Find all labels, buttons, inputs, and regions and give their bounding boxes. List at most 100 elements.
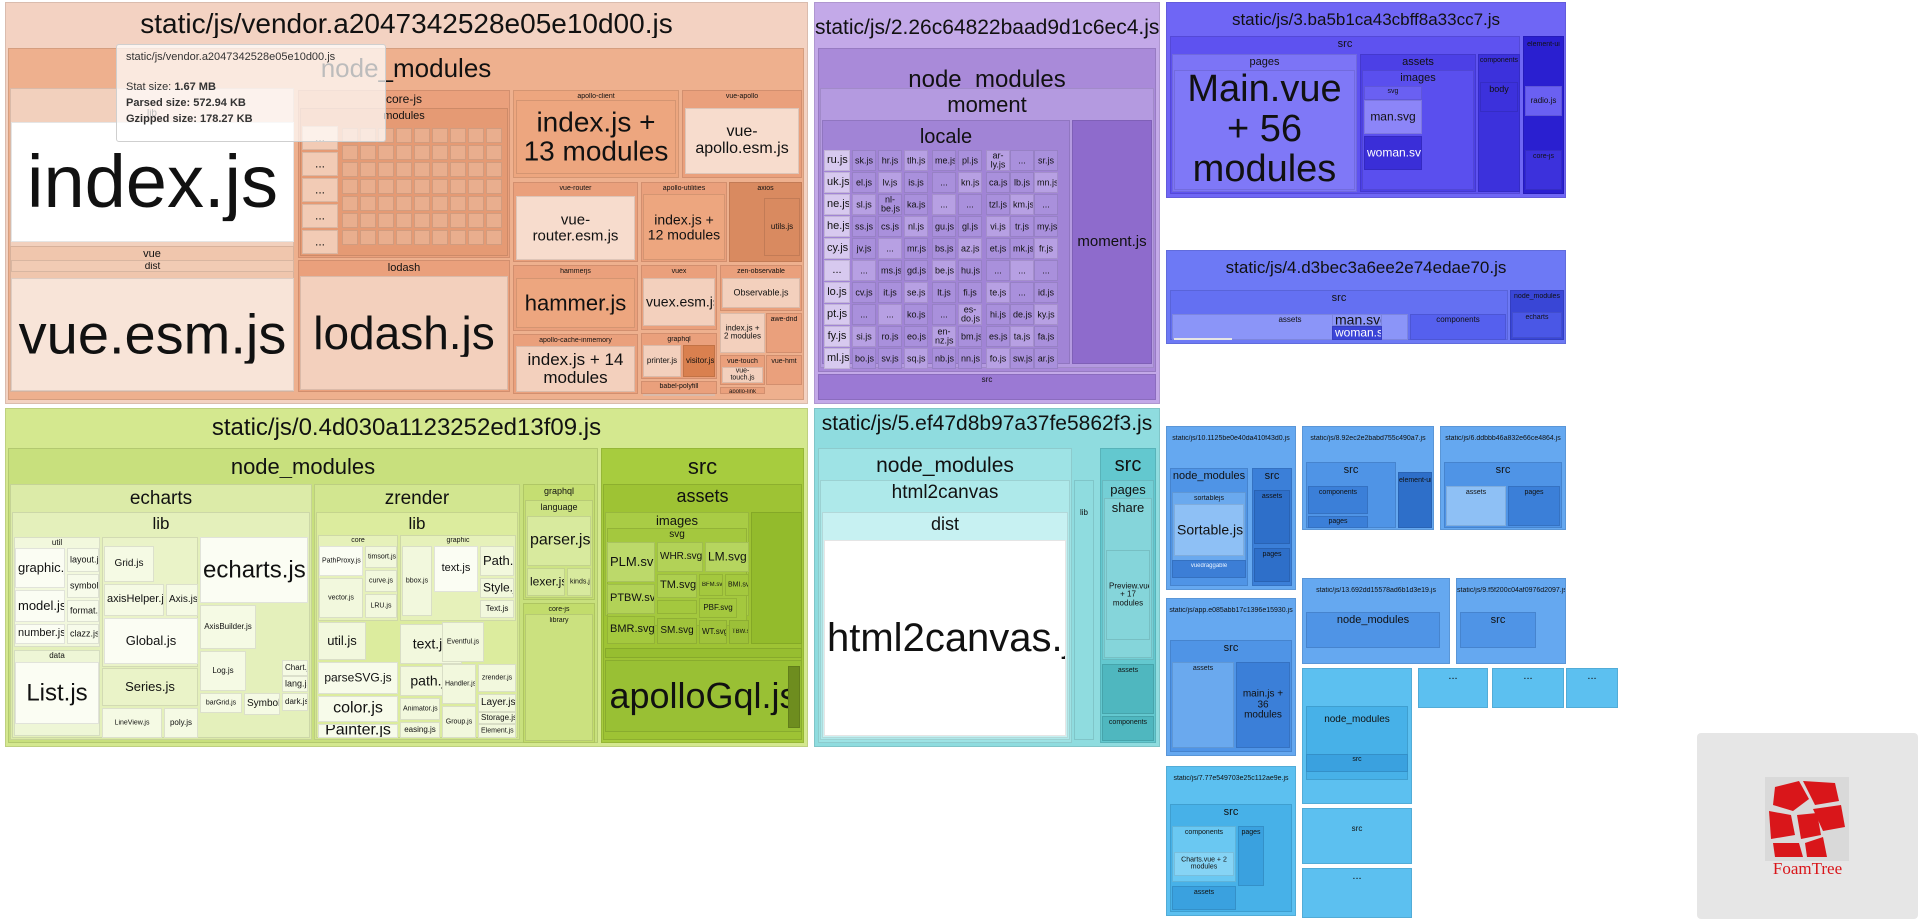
core-js-small-8-5[interactable] — [486, 213, 502, 228]
core-js-small-4-4[interactable] — [414, 196, 430, 211]
locale-file-26[interactable]: ... — [1034, 194, 1058, 215]
core-js-module-4[interactable]: ... — [302, 230, 338, 254]
module-parser-js[interactable]: parser.js — [527, 516, 591, 566]
module-radio-js[interactable]: radio.js — [1525, 86, 1562, 116]
locale-file-25[interactable]: km.js — [1010, 194, 1034, 215]
module-layout-js[interactable]: layout.js — [67, 548, 99, 572]
chunk6-pages[interactable]: pages — [1508, 486, 1560, 526]
core-js-small-2-4[interactable] — [378, 196, 394, 211]
core-js-small-3-1[interactable] — [396, 145, 412, 160]
locale-file-5[interactable]: pl.js — [958, 150, 982, 171]
core-js-small-4-5[interactable] — [414, 213, 430, 228]
module-handler-js[interactable]: Handler.js — [442, 664, 476, 704]
module-charts-vue[interactable]: Charts.vue + 2 modules — [1174, 852, 1234, 876]
module-observable-js[interactable]: Observable.js — [722, 278, 800, 308]
core-js-small-3-0[interactable] — [396, 128, 412, 143]
locale-file-72[interactable]: fy.js — [824, 326, 850, 347]
locale-file-57[interactable]: se.js — [904, 282, 928, 303]
core-js-small-5-3[interactable] — [432, 179, 448, 194]
module-axios-utils[interactable]: utils.js — [764, 198, 800, 256]
module-timsort-js[interactable]: timsort.js — [365, 546, 397, 568]
locale-file-46[interactable]: ... — [852, 260, 876, 281]
module-bmi-svg[interactable]: BMI.svg — [725, 574, 749, 596]
module-apollo-client-index[interactable]: index.js + 13 modules — [516, 100, 676, 174]
locale-file-11[interactable]: lv.js — [878, 172, 902, 193]
locale-file-44[interactable]: fr.js — [1034, 238, 1058, 259]
module-parsesvg-js[interactable]: parseSVG.js — [318, 662, 398, 694]
module-kinds-js[interactable]: kinds.js — [567, 568, 591, 596]
vendor-vue-hmt[interactable]: vue-hmt — [766, 355, 802, 385]
core-js-small-8-4[interactable] — [486, 196, 502, 211]
locale-file-37[interactable]: jv.js — [852, 238, 876, 259]
chunk10-assets[interactable]: assets — [1254, 490, 1290, 544]
locale-file-66[interactable]: ko.js — [904, 304, 928, 325]
module-pbf-svg[interactable]: PBF.svg — [699, 598, 737, 618]
core-js-small-7-2[interactable] — [468, 162, 484, 177]
locale-file-16[interactable]: lb.js — [1010, 172, 1034, 193]
locale-file-39[interactable]: mr.js — [904, 238, 928, 259]
locale-file-23[interactable]: ... — [958, 194, 982, 215]
chunk-small-b[interactable]: ... — [1418, 668, 1488, 708]
locale-file-13[interactable]: ... — [932, 172, 956, 193]
core-js-small-1-6[interactable] — [360, 230, 376, 245]
locale-file-8[interactable]: sr.js — [1034, 150, 1058, 171]
locale-file-3[interactable]: tlh.js — [904, 150, 928, 171]
locale-file-60[interactable]: te.js — [986, 282, 1010, 303]
locale-file-55[interactable]: cv.js — [852, 282, 876, 303]
module-vector-js[interactable]: vector.js — [319, 578, 363, 618]
locale-file-73[interactable]: si.js — [852, 326, 876, 347]
core-js-small-2-6[interactable] — [378, 230, 394, 245]
locale-file-56[interactable]: it.js — [878, 282, 902, 303]
module-tm-svg[interactable]: TM.svg — [657, 574, 697, 598]
module-model-js[interactable]: model.js — [15, 590, 65, 622]
module-format-js[interactable]: format.js — [67, 600, 99, 622]
chunk10-pages[interactable]: pages — [1254, 548, 1290, 582]
chunk5-assets-dir[interactable]: assets — [1102, 664, 1154, 714]
chunk0-core-js-library[interactable]: library — [525, 614, 593, 741]
chunk0-src-ellipsis[interactable] — [605, 648, 802, 658]
locale-file-50[interactable]: hu.js — [958, 260, 982, 281]
module-whr-svg[interactable]: WHR.svg — [657, 542, 703, 572]
vendor-apollo-link[interactable]: apollo-link — [720, 387, 765, 394]
core-js-small-7-6[interactable] — [468, 230, 484, 245]
module-lodash-js[interactable]: lodash.js — [300, 276, 508, 390]
module-painter-js[interactable]: Painter.js — [318, 724, 398, 738]
chunk8-components[interactable]: components — [1308, 486, 1368, 514]
module-eventful-js[interactable]: Eventful.js — [442, 622, 484, 662]
module-vue-router-esm[interactable]: vue-router.esm.js — [516, 196, 635, 260]
module-apollogql-js[interactable]: apolloGql.js — [605, 660, 802, 732]
app-assets[interactable]: assets — [1172, 662, 1234, 748]
locale-file-17[interactable]: mn.js — [1034, 172, 1058, 193]
module-tbw-svg[interactable]: TBW.svg — [729, 620, 749, 644]
core-js-small-2-2[interactable] — [378, 162, 394, 177]
locale-file-43[interactable]: mk.js — [1010, 238, 1034, 259]
module-graphic-js[interactable]: graphic.js — [15, 548, 65, 588]
locale-file-35[interactable]: my.js — [1034, 216, 1058, 237]
module-pbf-row[interactable] — [657, 600, 697, 614]
chunk7-assets[interactable]: assets — [1172, 886, 1236, 910]
locale-file-52[interactable]: ... — [1010, 260, 1034, 281]
module-bargrid-js[interactable]: barGrid.js — [200, 693, 242, 713]
chunk-small-d[interactable]: ... — [1566, 668, 1618, 708]
module-vue-esm[interactable]: vue.esm.js — [11, 278, 294, 391]
core-js-small-1-3[interactable] — [360, 179, 376, 194]
locale-file-59[interactable]: fi.js — [958, 282, 982, 303]
module-layer-js[interactable]: Layer.js — [478, 694, 516, 712]
module-log-js[interactable]: Log.js — [200, 651, 246, 691]
chunk8-element-ui[interactable]: element-ui — [1398, 472, 1432, 528]
core-js-small-6-2[interactable] — [450, 162, 466, 177]
core-js-small-0-6[interactable] — [342, 230, 358, 245]
module-preview-vue[interactable]: Preview.vue + 17 modules — [1106, 550, 1150, 640]
locale-file-41[interactable]: az.js — [958, 238, 982, 259]
core-js-module-3[interactable]: ... — [302, 204, 338, 228]
chunk6-assets[interactable]: assets — [1446, 486, 1506, 526]
module-grid-js[interactable]: Grid.js — [104, 546, 154, 582]
locale-file-14[interactable]: kn.js — [958, 172, 982, 193]
chunk9-src-dir[interactable]: src — [1460, 612, 1536, 648]
core-js-small-6-5[interactable] — [450, 213, 466, 228]
locale-file-68[interactable]: es-do.js — [958, 304, 982, 325]
chunk3-svg-dir[interactable]: svg — [1364, 86, 1422, 100]
core-js-small-0-4[interactable] — [342, 196, 358, 211]
locale-file-24[interactable]: tzl.js — [986, 194, 1010, 215]
